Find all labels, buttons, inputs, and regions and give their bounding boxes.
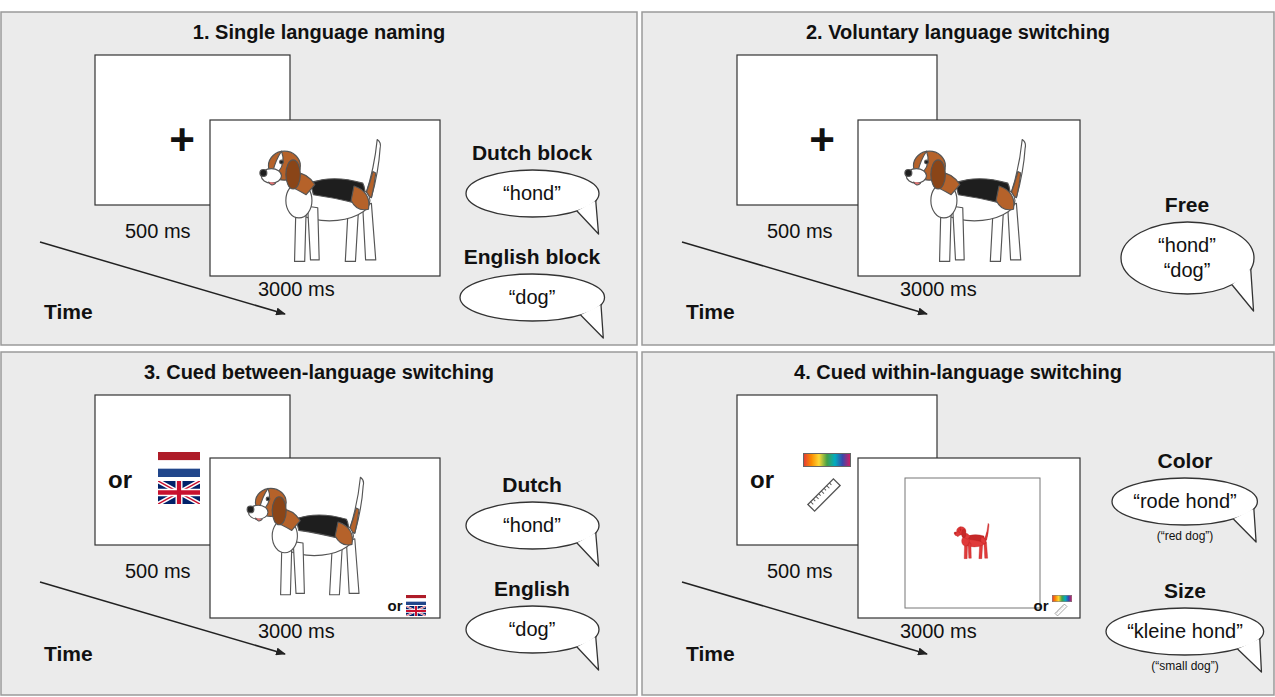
bubble-heading: English <box>494 576 570 601</box>
spoken-word: “hond” <box>503 513 561 538</box>
stimulus-screen: or <box>95 395 290 545</box>
svg-rect <box>642 12 1274 345</box>
stimulus-screen: or <box>858 458 1080 618</box>
bubble-area: “kleine hond” <box>1105 607 1265 656</box>
svg-rect <box>210 120 440 276</box>
bubble-area: “rode hond” <box>1111 477 1258 526</box>
time-axis-label: Time <box>44 300 93 324</box>
bubble-heading: Dutch block <box>472 140 592 165</box>
bubble-tail <box>576 201 598 234</box>
duration-label: 500 ms <box>767 220 833 243</box>
dog-picture <box>905 140 1026 262</box>
svg-rect <box>1 12 637 345</box>
bubble-area: “dog” <box>465 605 600 654</box>
stimulus-screen: + <box>95 55 290 205</box>
picture-frame <box>905 478 1040 608</box>
spoken-word: “hond” “dog” <box>1145 233 1229 283</box>
spoken-word: “hond” <box>503 181 561 206</box>
color-cue-icon <box>804 454 851 467</box>
bubble-tail <box>1231 269 1253 311</box>
bubble-outline <box>1120 221 1255 295</box>
spoken-word: “kleine hond” <box>1127 619 1243 644</box>
spoken-word: “dog” <box>509 285 556 310</box>
panel-title: 1. Single language naming <box>193 20 445 44</box>
dutch-flag <box>158 452 200 477</box>
bubble-area: “hond” <box>465 169 600 218</box>
dutch-flag <box>406 595 426 605</box>
bubble-area: “dog” <box>459 273 606 322</box>
bubble-area: “hond” <box>465 501 600 550</box>
translation-gloss: (“small dog”) <box>1151 659 1218 673</box>
speech-bubble: Color “rode hond” (“red dog”) <box>1111 448 1258 544</box>
size-cue-icon <box>808 479 840 511</box>
red-dog-picture <box>954 523 989 558</box>
spoken-word: “dog” <box>509 617 556 642</box>
duration-label: 500 ms <box>125 560 191 583</box>
task-panel: 3. Cued between-language switching or or Du… <box>1 352 637 695</box>
stimulus-screen: or <box>737 395 937 545</box>
duration-label: 500 ms <box>125 220 191 243</box>
size-cue-icon <box>1055 604 1067 616</box>
color-cue-icon <box>1052 595 1072 602</box>
speech-bubble: Size “kleine hond” (“small dog”) <box>1105 578 1265 674</box>
screen-symbol: or <box>1034 598 1049 613</box>
speech-bubble: English “dog” <box>465 576 600 654</box>
panel-title: 3. Cued between-language switching <box>144 360 494 384</box>
panel-title: 2. Voluntary language switching <box>806 20 1110 44</box>
speech-bubble: Dutch block “hond” <box>465 140 600 218</box>
speech-bubble: Dutch “hond” <box>465 472 600 550</box>
duration-label: 3000 ms <box>258 278 335 301</box>
bubble-tail <box>576 533 598 566</box>
panel-backgrounds <box>1 12 1274 695</box>
speech-bubble: Free “hond” “dog” <box>1120 192 1255 295</box>
uk-flag <box>406 606 426 616</box>
svg-rect <box>642 352 1274 695</box>
bubble-tail <box>1234 509 1257 542</box>
bubble-tail <box>576 637 598 670</box>
time-axis-label: Time <box>686 642 735 666</box>
svg-rect <box>858 458 1080 618</box>
bubble-heading: Color <box>1158 448 1213 473</box>
duration-label: 3000 ms <box>258 620 335 643</box>
svg-rect <box>858 120 1080 276</box>
duration-label: 500 ms <box>767 560 833 583</box>
svg-rect <box>210 458 440 618</box>
bubble-heading: English block <box>464 244 601 269</box>
duration-label: 3000 ms <box>900 278 977 301</box>
bubble-heading: Dutch <box>502 472 562 497</box>
panel-title: 4. Cued within-language switching <box>794 360 1122 384</box>
screen-symbol: + <box>169 118 195 162</box>
time-axis-label: Time <box>686 300 735 324</box>
translation-gloss: (“red dog”) <box>1157 529 1214 543</box>
screen-symbol: or <box>108 468 132 492</box>
time-axis-label: Time <box>44 642 93 666</box>
spoken-word: “rode hond” <box>1133 489 1236 514</box>
task-panel: 4. Cued within-language switching or or Col… <box>642 352 1274 695</box>
svg-rect <box>1 352 637 695</box>
bubble-tail <box>1238 639 1262 672</box>
dog-picture <box>247 477 363 595</box>
stimulus-screen: + <box>737 55 937 205</box>
screens <box>95 55 1080 618</box>
screen-symbol: or <box>750 468 774 492</box>
bubble-heading: Free <box>1165 192 1209 217</box>
duration-label: 3000 ms <box>900 620 977 643</box>
bubble-area: “hond” “dog” <box>1120 221 1255 295</box>
bubble-tail <box>580 305 603 338</box>
speech-bubble: English block “dog” <box>459 244 606 322</box>
screen-symbol: + <box>809 118 835 162</box>
stimulus-screen: or <box>210 458 440 618</box>
bubble-heading: Size <box>1164 578 1206 603</box>
screen-symbol: or <box>388 598 403 613</box>
dog-picture <box>260 140 381 262</box>
time-arrows <box>40 242 927 654</box>
uk-flag <box>158 481 200 504</box>
